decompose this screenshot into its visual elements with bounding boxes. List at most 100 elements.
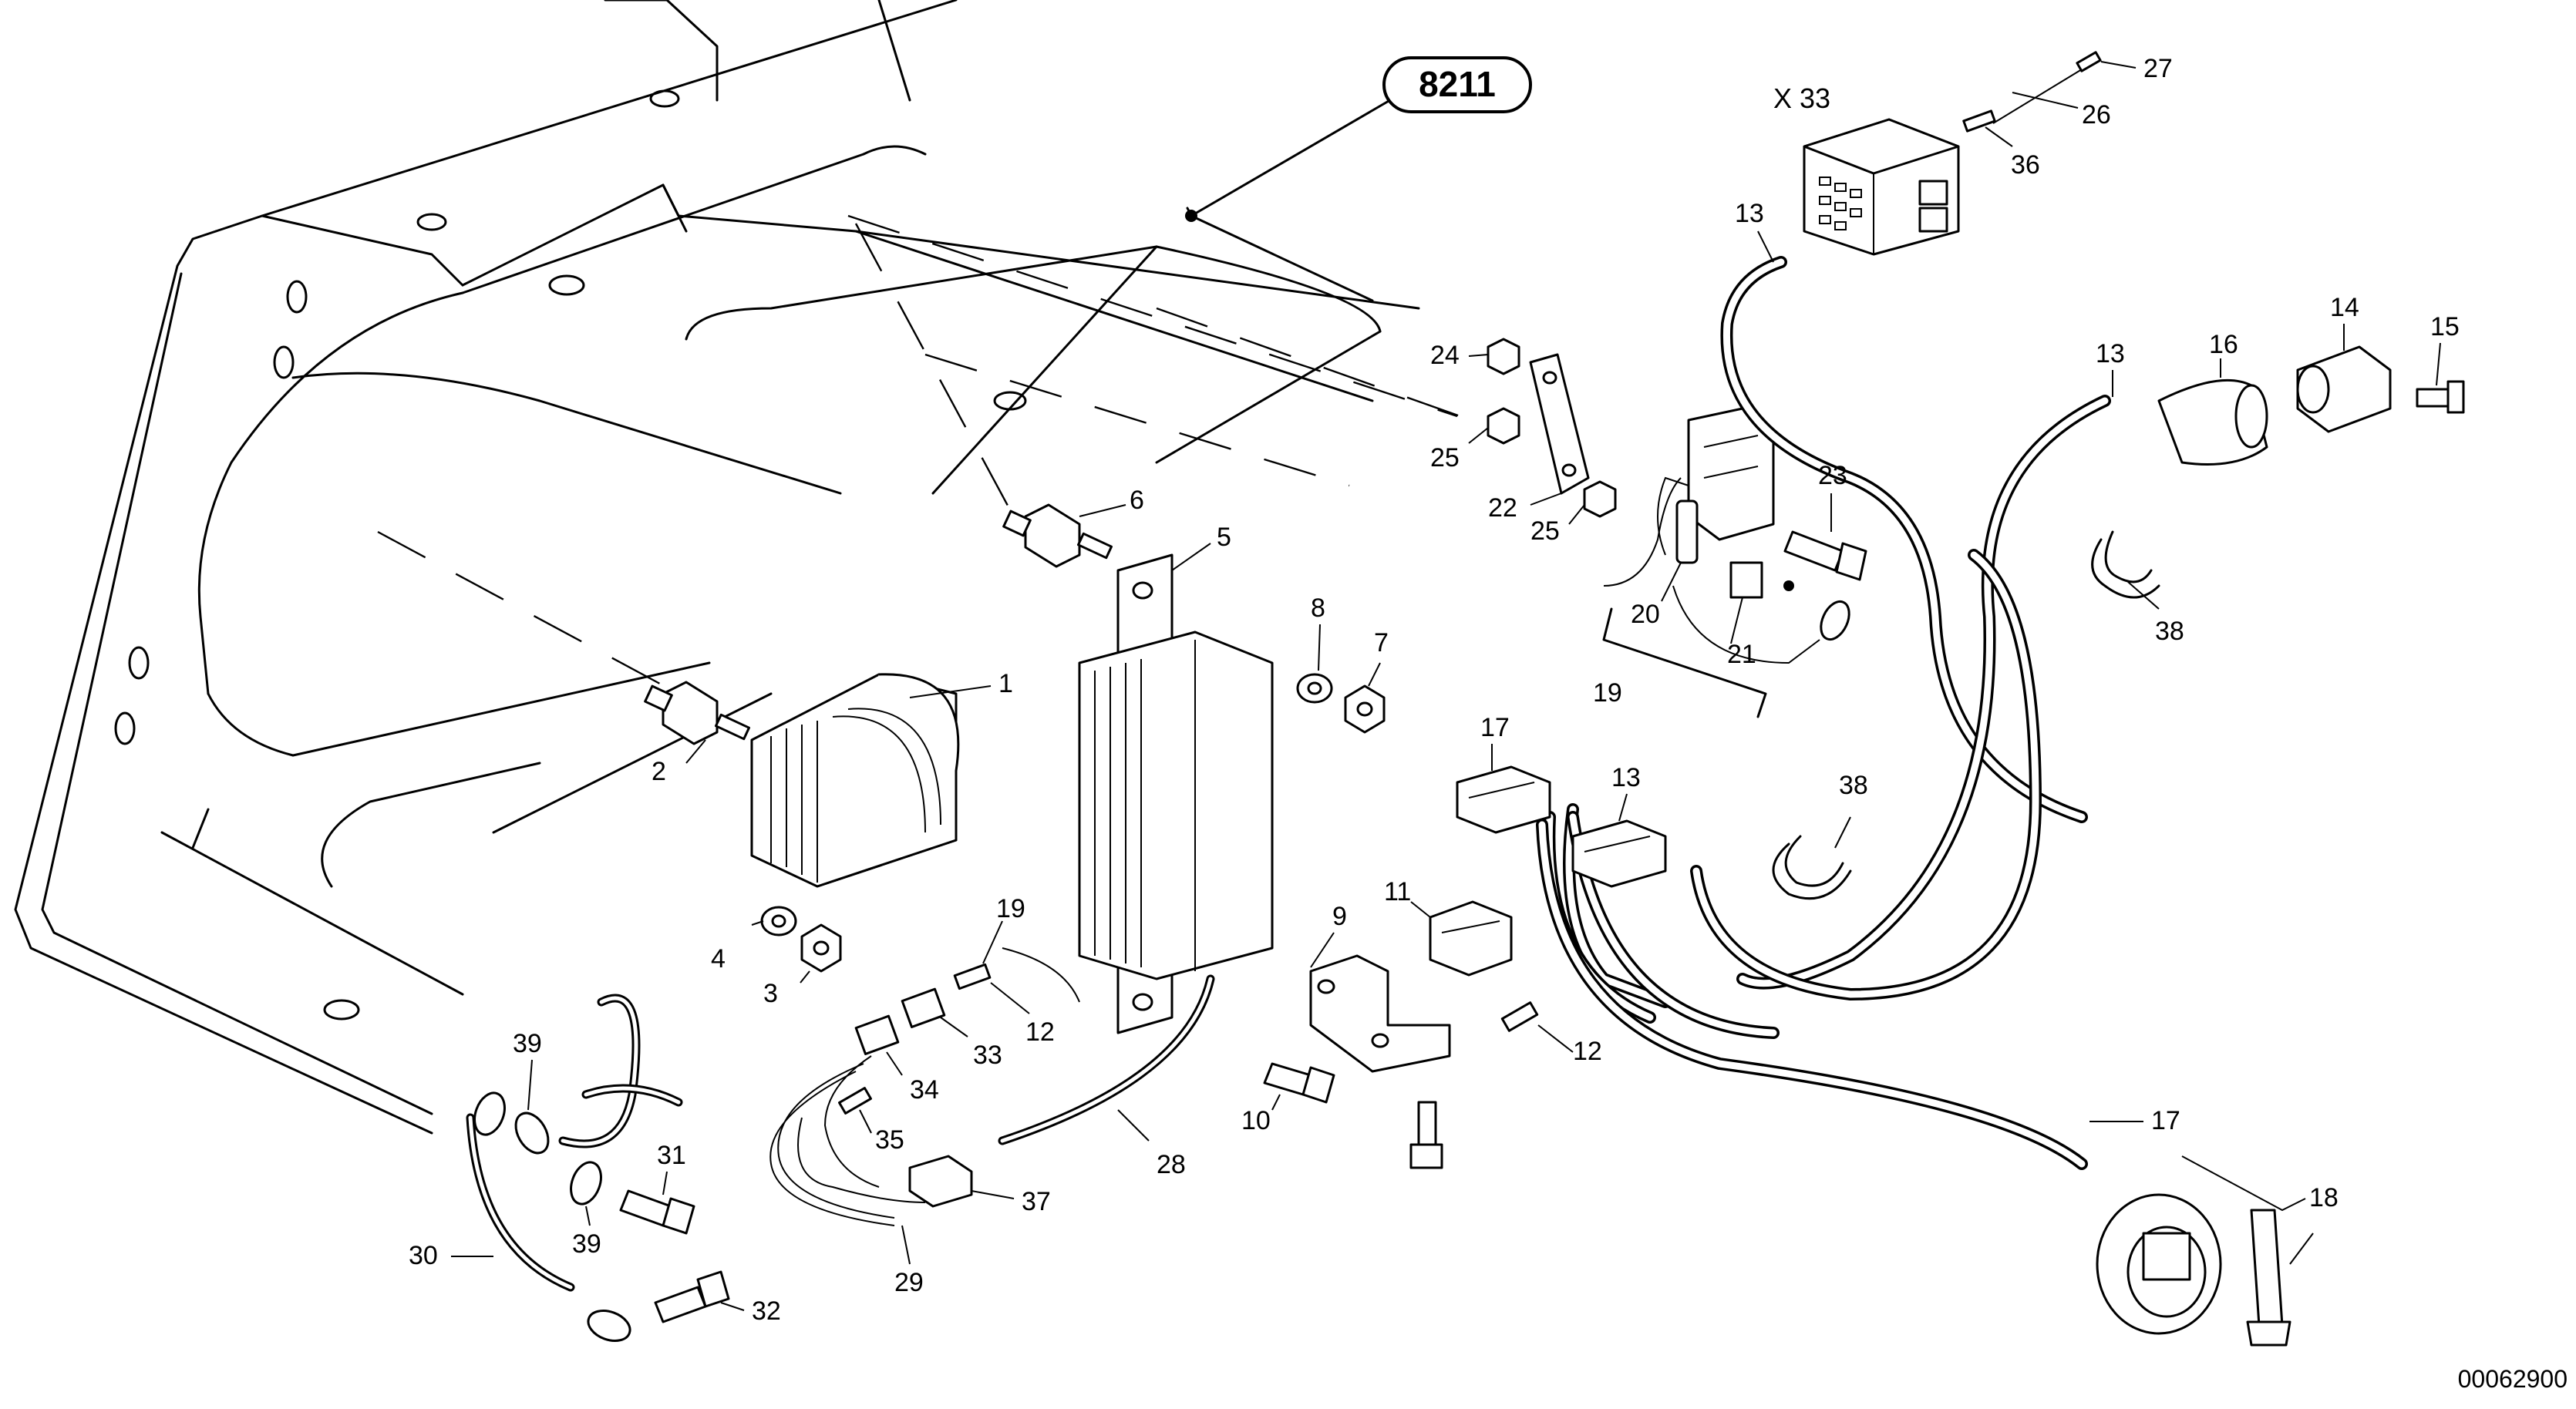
callout-36: 36 <box>2011 150 2040 180</box>
callout-19b: 19 <box>1593 678 1622 708</box>
reference-badge-text: 8211 <box>1419 64 1496 104</box>
callout-3: 3 <box>763 979 778 1008</box>
ring-terminal-39b <box>514 1111 550 1155</box>
callout-10: 10 <box>1241 1106 1271 1135</box>
connector-label-x33: X 33 <box>1773 82 1830 114</box>
callout-33: 33 <box>973 1041 1002 1070</box>
socket-14 <box>2296 345 2392 433</box>
connector-11 <box>1429 900 1513 977</box>
callout-8: 8 <box>1311 594 1325 623</box>
nut-25b <box>1583 480 1617 518</box>
rubber-mount-6 <box>1002 503 1113 568</box>
callout-28: 28 <box>1157 1150 1186 1179</box>
callout-27: 27 <box>2143 54 2173 83</box>
bolt-23 <box>1783 530 1867 581</box>
callout-25a: 25 <box>1430 443 1460 472</box>
callout-29: 29 <box>894 1268 924 1297</box>
callout-35: 35 <box>875 1125 904 1155</box>
bolt-31 <box>619 1189 695 1235</box>
power-module <box>1078 553 1274 1034</box>
ring-terminal-21 <box>1820 600 1850 641</box>
chassis-frame <box>14 0 1420 1135</box>
callout-31: 31 <box>657 1141 686 1170</box>
pin-36 <box>1962 109 1996 133</box>
callout-2: 2 <box>652 757 666 786</box>
clamp-38b <box>1772 835 1852 900</box>
callouts: 1 2 3 4 5 6 7 8 9 10 11 12 12 13 13 13 1 <box>409 54 2460 1326</box>
screw-15 <box>2416 380 2465 414</box>
callout-16: 16 <box>2209 330 2238 359</box>
reference-leader <box>1185 91 1405 302</box>
reference-badge: 8211 <box>1382 56 1532 113</box>
callout-39a: 39 <box>513 1029 542 1058</box>
callout-6: 6 <box>1130 486 1144 515</box>
nut-7 <box>1344 684 1386 734</box>
ring-terminal-39c <box>570 1161 602 1206</box>
bracket-19-indicator <box>1602 607 1767 718</box>
nut-24 <box>1487 338 1520 375</box>
callout-9: 9 <box>1332 902 1347 931</box>
nut-3 <box>800 923 842 973</box>
callout-30: 30 <box>409 1241 438 1270</box>
terminal-12 <box>1500 1001 1539 1032</box>
connector-17 <box>1456 765 1551 834</box>
bolt-18 <box>2246 1209 2291 1347</box>
callout-15: 15 <box>2430 312 2460 341</box>
assembly-guide-lines <box>377 214 1504 695</box>
callout-1: 1 <box>998 669 1013 698</box>
callout-18: 18 <box>2309 1183 2339 1212</box>
callout-5: 5 <box>1217 523 1231 552</box>
callout-13c: 13 <box>1611 763 1641 792</box>
callout-24: 24 <box>1430 341 1460 370</box>
callout-17b: 17 <box>2151 1106 2180 1135</box>
callout-26: 26 <box>2082 100 2111 129</box>
connector-x33 <box>1803 118 1960 256</box>
fuse-20 <box>1675 499 1699 564</box>
callout-22: 22 <box>1488 493 1517 523</box>
callout-39b: 39 <box>572 1229 601 1259</box>
bolt-32 <box>654 1270 730 1323</box>
connector-34 <box>854 1014 900 1055</box>
terminal-19 <box>953 963 992 990</box>
callout-12a: 12 <box>1025 1017 1055 1047</box>
callout-37: 37 <box>1022 1187 1051 1216</box>
connector-33 <box>901 987 946 1028</box>
callout-14: 14 <box>2330 293 2359 322</box>
connector-37 <box>908 1155 973 1208</box>
bracket-plate-22 <box>1529 353 1590 495</box>
callout-34: 34 <box>910 1075 939 1105</box>
bracket-9 <box>1309 954 1451 1073</box>
callout-11: 11 <box>1384 877 1411 906</box>
module-heatsink <box>750 673 960 888</box>
pin-26-27 <box>1992 51 2102 124</box>
cap-16 <box>2157 378 2268 466</box>
drawing-number: 00062900 <box>2458 1365 2568 1393</box>
callout-7: 7 <box>1374 628 1389 657</box>
callout-25b: 25 <box>1530 516 1560 546</box>
ring-terminal-39a <box>473 1091 506 1136</box>
terminal-35 <box>838 1087 872 1115</box>
callout-19a: 19 <box>996 894 1025 923</box>
nut-25a <box>1487 407 1520 445</box>
washer-8 <box>1296 673 1333 704</box>
callout-38a: 38 <box>2155 617 2184 646</box>
callout-20: 20 <box>1631 600 1660 629</box>
socket-18 <box>2096 1193 2222 1335</box>
connector-13 <box>1571 819 1667 888</box>
callout-4: 4 <box>711 944 726 974</box>
callout-12b: 12 <box>1573 1037 1602 1066</box>
connector-21 <box>1729 561 1763 599</box>
callout-23: 23 <box>1818 461 1847 490</box>
washer-4 <box>760 906 797 937</box>
callout-13a: 13 <box>1735 199 1764 228</box>
callout-13b: 13 <box>2096 339 2125 368</box>
bolt-10 <box>1263 1062 1335 1104</box>
rubber-mount-2 <box>644 681 751 745</box>
callout-21: 21 <box>1727 640 1756 669</box>
clamp-38 <box>2091 530 2160 599</box>
bolt-vertical <box>1409 1101 1443 1169</box>
ring-terminal-30 <box>587 1310 631 1342</box>
callout-38b: 38 <box>1839 771 1868 800</box>
callout-32: 32 <box>752 1296 781 1326</box>
